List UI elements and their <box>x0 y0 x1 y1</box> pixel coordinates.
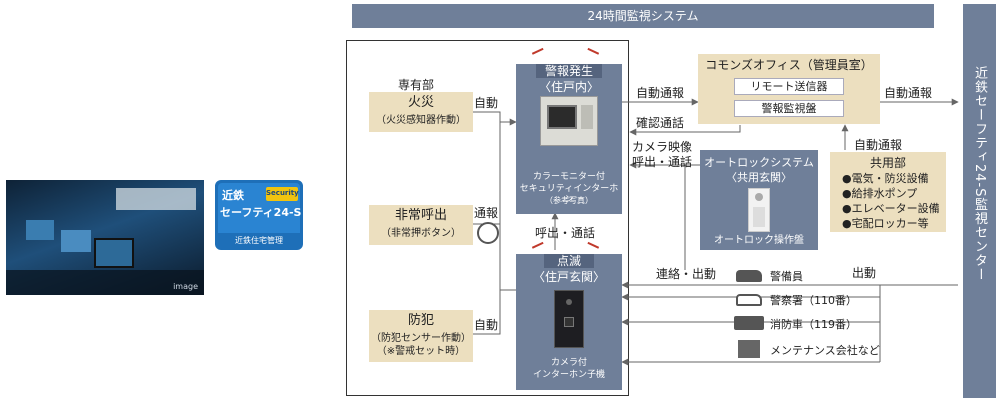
monitoring-center-title: 近鉄セーフティ24-S監視センター <box>972 66 987 282</box>
auto-notify-label: 自動通報 <box>636 86 685 100</box>
room-caption2: セキュリティインターホン <box>519 184 619 205</box>
logo-company-text: 近鉄住宅管理 <box>235 236 283 245</box>
logo-kintetsu-text: 近鉄 <box>222 189 244 202</box>
auto-notify-common-label: 自動通報 <box>854 138 903 152</box>
crime-sub1: （防犯センサー作動） <box>371 333 471 344</box>
alarm-monitor-panel: 警報監視盤 <box>734 100 844 117</box>
responder-police: 警察署（110番） <box>770 294 857 307</box>
call-comm-label: 呼出・通話 <box>535 226 596 240</box>
push-button-icon <box>477 222 499 244</box>
emergency-notify-label: 通報 <box>474 206 499 220</box>
autolock-title: オートロックシステム <box>704 156 814 169</box>
emergency-title: 非常呼出 <box>394 208 447 223</box>
room-title: 〈住戸内〉 <box>538 80 599 94</box>
room-caption3: （参考写真） <box>545 196 593 205</box>
common-area-box: 共用部 ●電気・防災設備 ●給排水ポンプ ●エレベーター設備 ●宅配ロッカー等 <box>830 152 946 232</box>
desk-monitor <box>94 238 134 268</box>
crime-box: 防犯 （防犯センサー作動） （※警戒セット時） <box>369 310 473 362</box>
monitoring-room-photo: image <box>6 180 204 295</box>
fire-auto-label: 自動 <box>474 96 499 110</box>
fire-truck-icon <box>734 316 764 330</box>
desk <box>6 270 204 295</box>
logo-building-shape <box>266 187 298 201</box>
contact-dispatch-label: 連絡・出動 <box>656 267 717 281</box>
entrance-caption1: カメラ付 <box>550 358 587 368</box>
responder-fire: 消防車（119番） <box>770 318 857 331</box>
autolock-subtitle: 〈共用玄関〉 <box>726 171 792 184</box>
auto-notify-center-label: 自動通報 <box>884 86 933 100</box>
header-bar: 24時間監視システム <box>352 4 934 28</box>
color-monitor-intercom <box>540 96 598 146</box>
autolock-caption: オートロック操作盤 <box>714 235 804 246</box>
commons-office-title: コモンズオフィス（管理員室） <box>705 58 873 72</box>
room-alarm-badge: 警報発生 <box>536 64 602 78</box>
camera-call-label: 呼出・通話 <box>632 155 693 169</box>
logo-security-text: Security <box>266 189 299 197</box>
emergency-box: 非常呼出 （非常押ボタン） <box>369 205 473 245</box>
police-car-icon <box>736 294 762 306</box>
responder-guard: 警備員 <box>770 270 803 283</box>
monitoring-center-bar: 近鉄セーフティ24-S監視センター <box>963 4 996 398</box>
crime-auto-label: 自動 <box>474 318 499 332</box>
entrance-intercom-block: 点滅 〈住戸玄関〉 カメラ付 インターホン子機 <box>516 254 622 390</box>
camera-video-label: カメラ映像 <box>632 140 693 154</box>
safety-24s-logo: Security 近鉄 セーフティ24-S 近鉄住宅管理 <box>215 180 303 250</box>
dispatch-label: 出動 <box>852 266 877 280</box>
fire-title: 火災 <box>407 95 434 110</box>
desk-monitor <box>61 230 91 252</box>
entrance-blink-badge: 点滅 <box>544 254 594 268</box>
responder-maintenance: メンテナンス会社など <box>770 344 880 357</box>
emergency-sub: （非常押ボタン） <box>381 228 461 239</box>
camera-intercom-unit <box>554 290 584 348</box>
autolock-panel-icon <box>748 188 770 232</box>
common-area-title: 共用部 <box>869 156 906 170</box>
autolock-box: オートロックシステム 〈共用玄関〉 オートロック操作盤 <box>700 150 818 250</box>
crime-title: 防犯 <box>407 313 434 328</box>
commons-office-box: コモンズオフィス（管理員室） リモート送信器 警報監視盤 <box>698 54 880 124</box>
private-area-frame <box>346 40 629 396</box>
common-area-item: ●給排水ポンプ <box>842 187 918 200</box>
remote-transmitter: リモート送信器 <box>734 78 844 95</box>
fire-sub: （火災感知器作動） <box>376 115 466 126</box>
entrance-caption2: インターホン子機 <box>532 370 605 380</box>
confirm-call-label: 確認通話 <box>636 116 685 130</box>
maintenance-building-icon <box>738 340 760 358</box>
logo-main-text: セーフティ24-S <box>220 206 302 219</box>
security-car-icon <box>736 270 762 282</box>
common-area-item: ●電気・防災設備 <box>842 172 929 185</box>
crime-sub2: （※警戒セット時） <box>376 346 466 357</box>
photo-caption: image <box>173 282 198 291</box>
entrance-title: 〈住戸玄関〉 <box>532 270 605 284</box>
common-area-item: ●宅配ロッカー等 <box>842 217 929 230</box>
header-title: 24時間監視システム <box>587 9 699 23</box>
room-intercom-block: 警報発生 〈住戸内〉 カラーモニター付 セキュリティインターホン （参考写真） <box>516 64 622 214</box>
room-caption1: カラーモニター付 <box>532 172 605 182</box>
common-area-item: ●エレベーター設備 <box>842 202 940 215</box>
wall-monitor <box>116 188 196 210</box>
private-area-label: 専有部 <box>398 78 435 92</box>
desk-monitor <box>26 220 54 240</box>
fire-box: 火災 （火災感知器作動） <box>369 92 473 132</box>
